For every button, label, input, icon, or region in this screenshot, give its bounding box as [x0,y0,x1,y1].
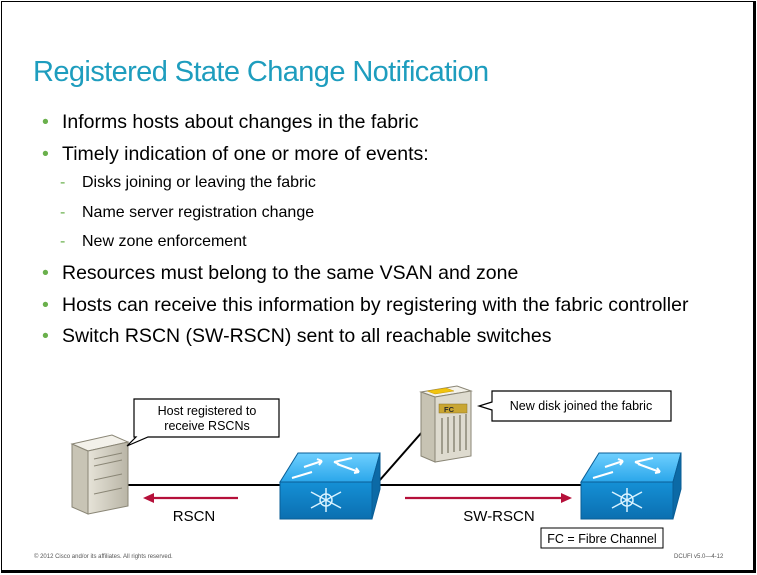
rscn-label: RSCN [173,508,216,525]
rscn-arrow [143,493,238,503]
host-callout-line1: Host registered to [158,404,257,418]
sub-bullet-item: Disks joining or leaving the fabric [60,174,316,192]
host-callout: Host registered to receive RSCNs [126,398,280,447]
sw-rscn-arrow [405,493,572,503]
sub-bullet-item: Name server registration change [60,204,314,222]
legend-text: FC = Fibre Channel [547,532,656,546]
sub-bullet-item: New zone enforcement [60,233,246,251]
legend-box: FC = Fibre Channel [540,527,664,549]
bullet-item: Hosts can receive this information by re… [42,294,688,317]
copyright-footer: © 2012 Cisco and/or its affiliates. All … [34,554,173,560]
switch-icon [580,452,682,520]
disk-callout-text: New disk joined the fabric [510,399,652,413]
switch-icon [279,452,381,520]
rscn-diagram: Host registered to receive RSCNs [70,385,682,549]
course-code-footer: DCUFI v5.0—4-12 [674,554,724,560]
host-server-icon [70,434,130,515]
fc-disk-array-icon: FC [419,385,473,463]
bullet-item: Timely indication of one or more of even… [42,143,429,166]
host-callout-line2: receive RSCNs [164,419,249,433]
fc-label: FC [444,405,455,414]
slide-title: Registered State Change Notification [33,56,489,88]
sw-rscn-label: SW-RSCN [463,508,534,525]
disk-callout: New disk joined the fabric [476,390,672,422]
bullet-item: Switch RSCN (SW-RSCN) sent to all reacha… [42,325,551,348]
bullet-item: Resources must belong to the same VSAN a… [42,262,518,285]
bullet-item: Informs hosts about changes in the fabri… [42,111,419,134]
